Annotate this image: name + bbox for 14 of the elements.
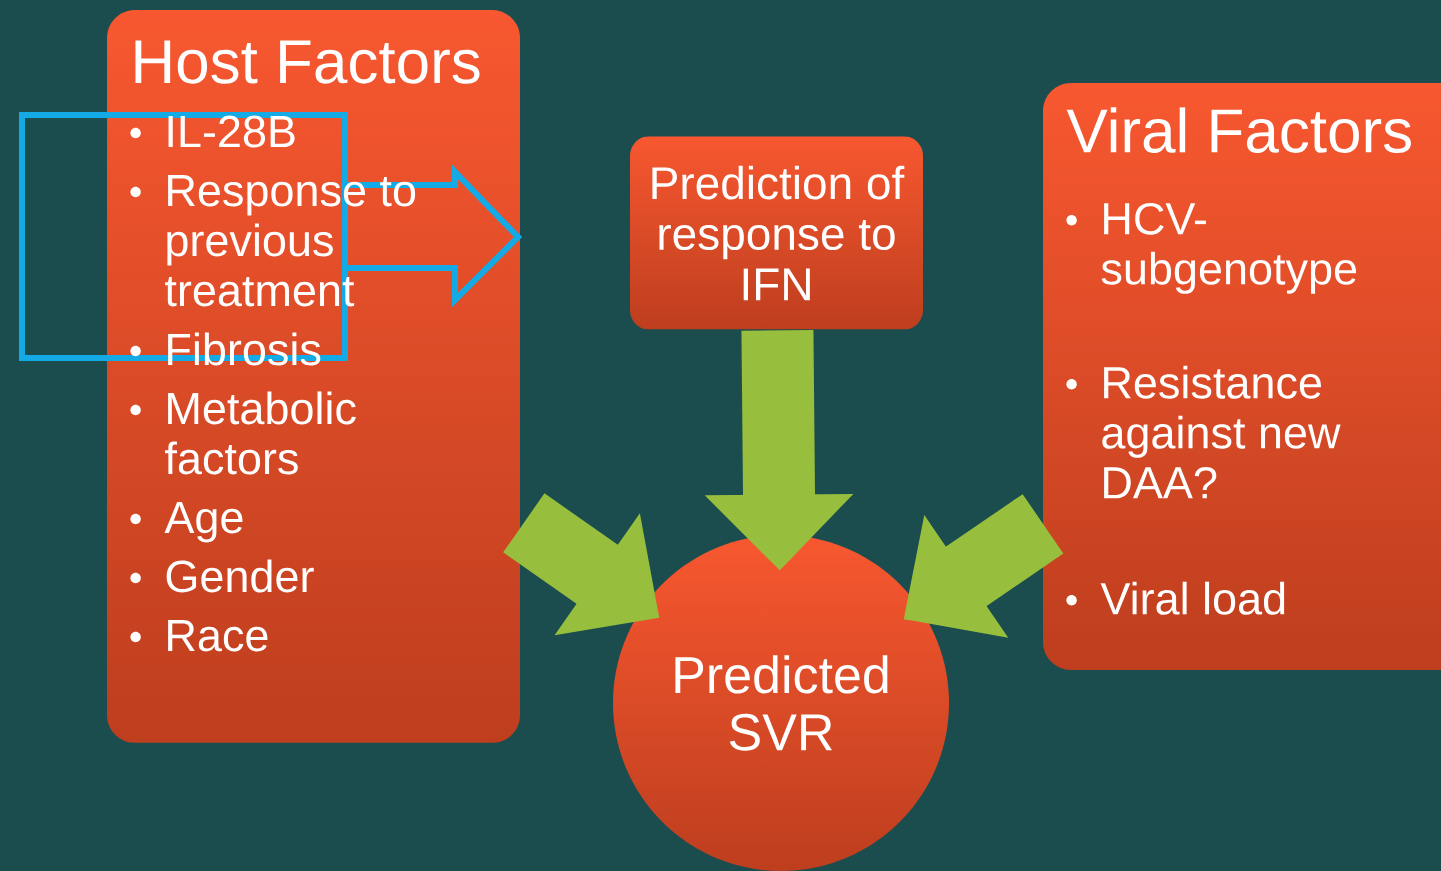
factor-box	[19, 40, 523, 652]
bullet-item: Age	[164, 502, 243, 543]
bullet-item: HCV-subgenotype	[1101, 202, 1357, 294]
box-text: Predicted SVR	[675, 655, 888, 751]
box-heading: Host Factors	[135, 40, 480, 84]
box-text: Prediction of response to IFN	[652, 165, 905, 301]
bullet-item: Race	[168, 620, 268, 652]
bullet-item: Metabolic factors	[165, 391, 356, 475]
factor-box	[1066, 107, 1411, 615]
box-heading: Viral Factors	[1066, 107, 1411, 153]
bullet-item: IL-28B	[168, 115, 295, 148]
bullet-item: Viral load	[1100, 581, 1285, 615]
bullet-item: Resistance against new DAA?	[1102, 365, 1341, 499]
bullet-item: Gender	[166, 559, 314, 593]
